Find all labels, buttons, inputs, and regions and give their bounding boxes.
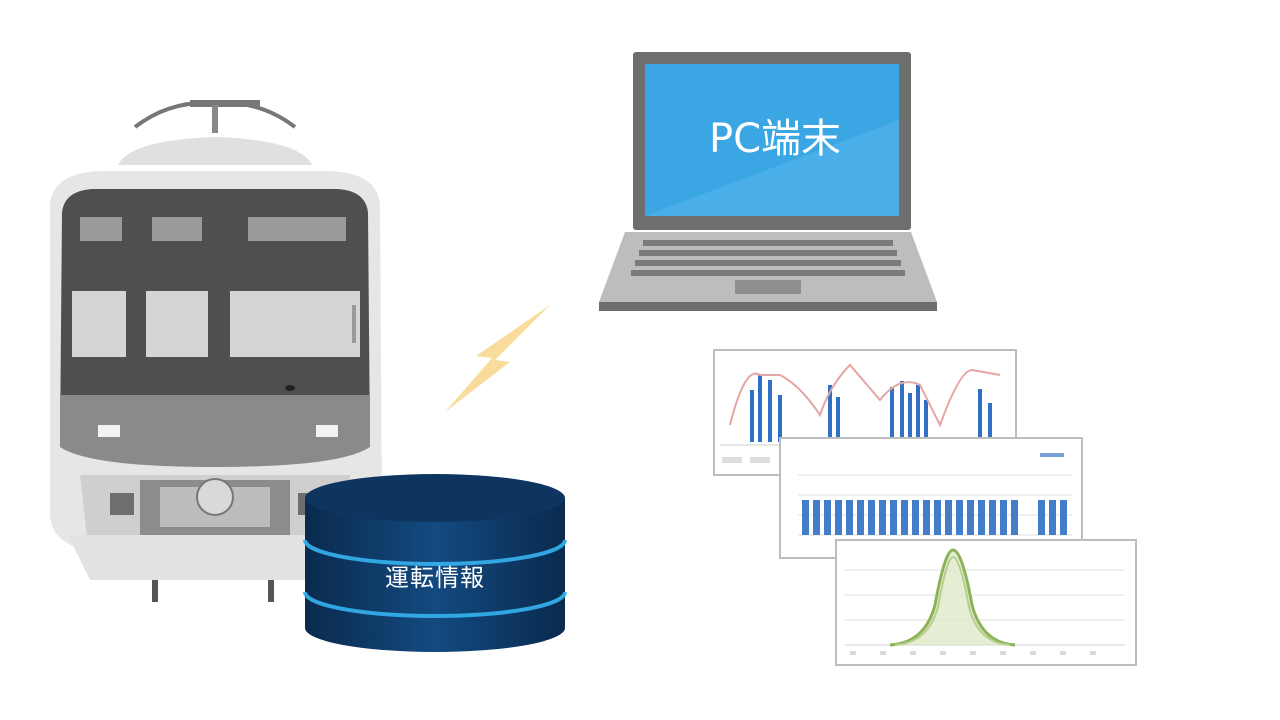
database-label: 運転情報 <box>385 564 485 592</box>
train-icon <box>50 100 382 602</box>
laptop: PC端末 <box>595 50 940 315</box>
laptop-screen-label: PC端末 <box>708 116 842 162</box>
database-icon <box>303 474 567 652</box>
wireless-signal-icon <box>445 305 550 412</box>
database-cylinder: 運転情報 <box>300 468 570 653</box>
laptop-icon <box>599 52 937 311</box>
chart-panel-distribution <box>835 539 1137 666</box>
chart-panel-bars <box>779 437 1083 559</box>
chart-screens-icon <box>713 349 1137 666</box>
